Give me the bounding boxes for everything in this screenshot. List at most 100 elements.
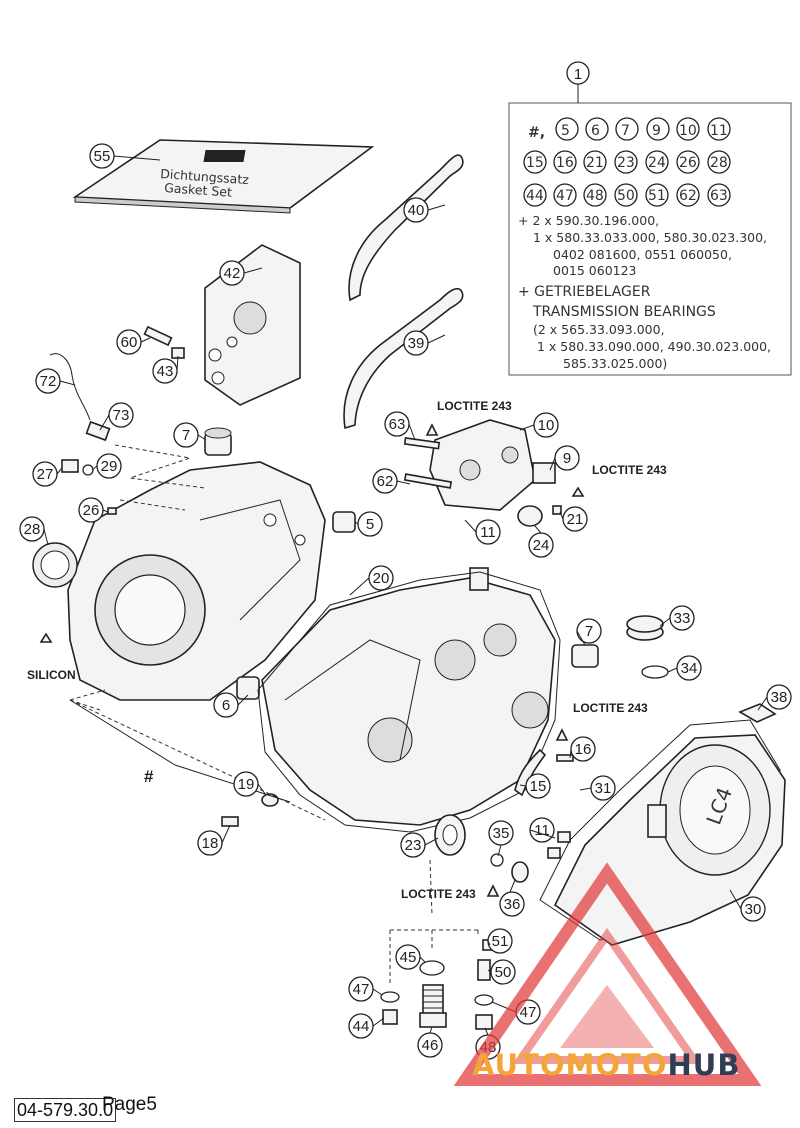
balloon-10: 10 <box>533 412 559 438</box>
seal-24 <box>517 505 543 527</box>
plug-44 <box>382 1009 398 1025</box>
bushing-6 <box>236 676 260 700</box>
watermark-logo <box>453 862 762 1086</box>
svg-text:47: 47 <box>353 981 370 998</box>
svg-text:39: 39 <box>408 335 425 352</box>
hash-marker: # <box>144 767 154 786</box>
legend-10: 10 <box>679 123 697 139</box>
legend-line-2: 1 x 580.33.033.000, 580.30.023.300, <box>533 230 767 245</box>
cable-72 <box>49 353 91 421</box>
svg-text:45: 45 <box>400 949 417 966</box>
balloon-40: 40 <box>403 197 429 223</box>
o-ring-29 <box>82 464 94 476</box>
svg-text:46: 46 <box>422 1037 439 1054</box>
balloon-45: 45 <box>395 944 421 970</box>
legend-62: 62 <box>679 188 697 204</box>
legend-23: 23 <box>617 155 635 171</box>
gasket-strip-39 <box>343 287 464 430</box>
svg-text:55: 55 <box>94 148 111 165</box>
legend-line-9: 585.33.025.000) <box>563 356 667 371</box>
legend-line-3: 0402 081600, 0551 060050, <box>553 247 732 262</box>
svg-text:73: 73 <box>113 407 130 424</box>
silicon-callout: SILICON <box>27 668 76 682</box>
loctite-drop-2 <box>571 486 585 497</box>
legend-51: 51 <box>648 188 666 204</box>
svg-text:18: 18 <box>202 835 219 852</box>
brand-part-auto: AUTO <box>472 1048 566 1082</box>
leader-lines <box>43 155 768 1036</box>
gasket-set-text-en: Gasket Set <box>164 180 233 200</box>
balloon-11-bottom: 11 <box>529 817 555 843</box>
legend-6: 6 <box>591 123 600 139</box>
balloon-9: 9 <box>554 445 580 471</box>
sleeve-11-lower-a <box>557 831 571 843</box>
svg-text:34: 34 <box>681 660 698 677</box>
svg-text:19: 19 <box>238 776 255 793</box>
legend-panel: #, 5 6 7 9 10 11 15 16 21 23 24 26 28 44… <box>508 102 792 376</box>
svg-text:44: 44 <box>353 1018 370 1035</box>
svg-text:27: 27 <box>37 466 54 483</box>
balloon-44: 44 <box>348 1013 374 1039</box>
svg-text:47: 47 <box>520 1004 537 1021</box>
balloon-20: 20 <box>368 565 394 591</box>
loctite-callout-1: LOCTITE 243 <box>437 399 512 413</box>
silicon-drop <box>39 632 53 643</box>
svg-text:63: 63 <box>389 416 406 433</box>
bolt-60 <box>143 325 173 347</box>
right-crankcase-half <box>261 567 556 826</box>
svg-text:23: 23 <box>405 837 422 854</box>
balloon-42: 42 <box>219 260 245 286</box>
o-ring-45 <box>419 960 445 976</box>
gasket-set-card: Dichtungssatz Gasket Set <box>72 139 375 214</box>
balloon-72: 72 <box>35 368 61 394</box>
brand-part-moto: MOTO <box>565 1048 668 1082</box>
legend-line-7: (2 x 565.33.093.000, <box>533 322 665 337</box>
balloon-50: 50 <box>490 959 516 985</box>
balloon-1: 1 <box>566 61 590 85</box>
balloon-36: 36 <box>499 891 525 917</box>
pin-26 <box>107 507 117 515</box>
plug-27 <box>61 459 79 473</box>
loctite-drop-4 <box>486 884 500 897</box>
svg-text:30: 30 <box>745 901 762 918</box>
balloon-55: 55 <box>89 143 115 169</box>
balloon-16: 16 <box>570 736 596 762</box>
seal-33 <box>626 615 664 641</box>
legend-row-2: 15 16 21 23 24 26 28 <box>523 150 731 174</box>
svg-text:20: 20 <box>373 570 390 587</box>
legend-9: 9 <box>652 123 661 139</box>
plug-18 <box>221 816 239 827</box>
legend-row-1: #, 5 6 7 9 10 11 <box>528 117 731 141</box>
cover-plate-42 <box>204 244 301 406</box>
balloon-15: 15 <box>525 773 551 799</box>
svg-text:42: 42 <box>224 265 241 282</box>
o-ring-47-right <box>474 994 494 1006</box>
svg-text:50: 50 <box>495 964 512 981</box>
bushing-7-right <box>571 644 599 668</box>
balloon-7-top: 7 <box>173 422 199 448</box>
legend-row-3: 44 47 48 50 51 62 63 <box>523 183 731 207</box>
pump-housing-10 <box>429 419 536 511</box>
loctite-drop-3 <box>555 728 569 741</box>
svg-text:16: 16 <box>575 741 592 758</box>
seal-36 <box>511 861 529 883</box>
spring-50 <box>477 959 491 981</box>
balloon-35: 35 <box>488 820 514 846</box>
ring-28 <box>32 542 78 588</box>
sleeve-11-lower-b <box>547 847 561 859</box>
bushing-7-top <box>204 427 232 456</box>
sensor-73 <box>85 420 111 442</box>
balloon-28: 28 <box>19 516 45 542</box>
legend-16: 16 <box>556 155 574 171</box>
svg-text:60: 60 <box>121 334 138 351</box>
balloon-43: 43 <box>152 358 178 384</box>
svg-text:62: 62 <box>377 473 394 490</box>
svg-text:43: 43 <box>157 363 174 380</box>
svg-text:28: 28 <box>24 521 41 538</box>
svg-text:51: 51 <box>492 933 509 950</box>
legend-21: 21 <box>586 155 604 171</box>
gasket-strip-40 <box>348 154 464 302</box>
legend-11: 11 <box>710 123 728 139</box>
o-ring-35 <box>490 853 504 867</box>
balloon-46: 46 <box>417 1032 443 1058</box>
